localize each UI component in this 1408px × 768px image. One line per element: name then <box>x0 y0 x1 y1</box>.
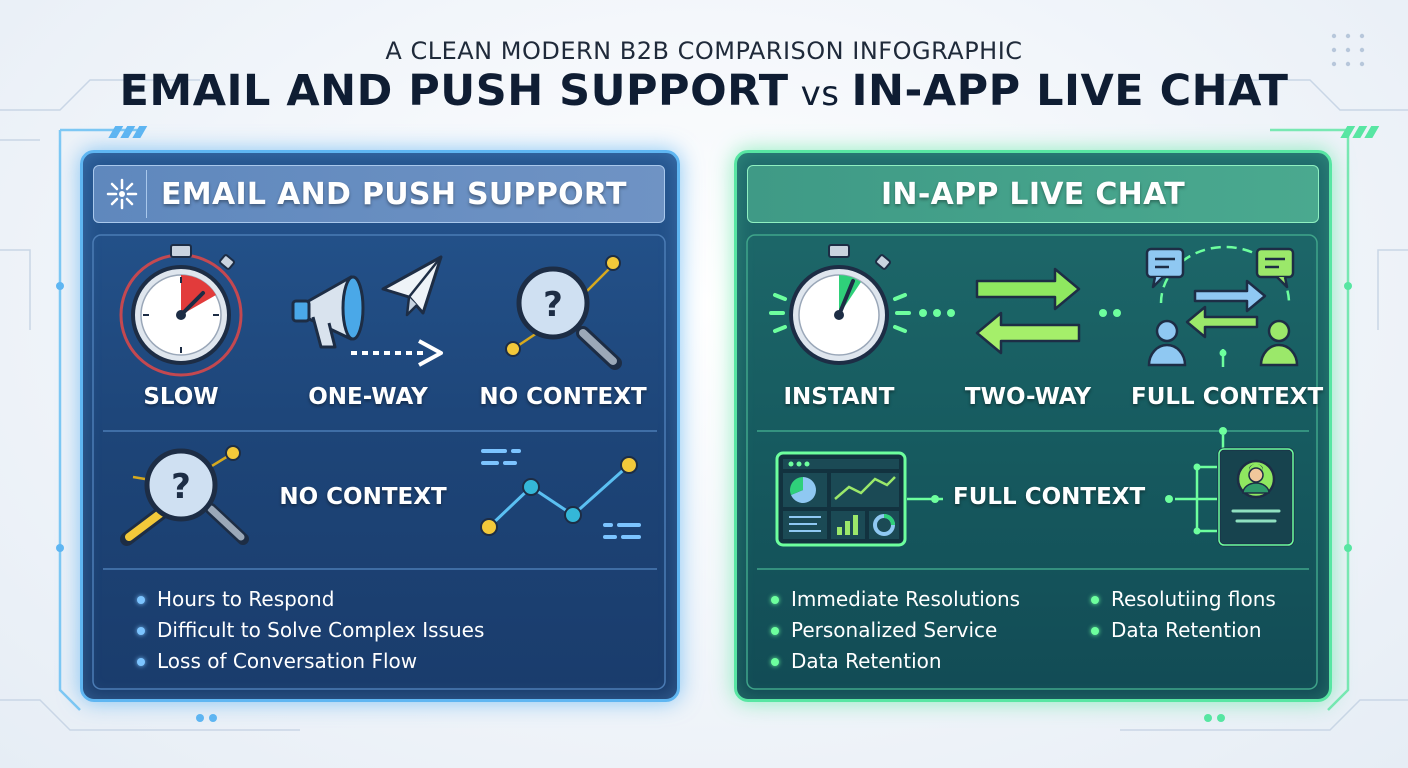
infographic-subtitle: A CLEAN MODERN B2B COMPARISON INFOGRAPHI… <box>385 37 1023 65</box>
list-item: Personalized Service <box>771 615 1020 646</box>
stopwatch-icon <box>119 244 243 377</box>
email-push-heading-bar: EMAIL AND PUSH SUPPORT <box>93 165 665 223</box>
feature-label-slow: SLOW <box>143 384 219 410</box>
svg-text:?: ? <box>543 285 563 325</box>
two-way-arrows-icon <box>975 267 1121 355</box>
feature-label-no-context-2: NO CONTEXT <box>279 484 447 510</box>
feature-label-two-way: TWO-WAY <box>964 384 1092 410</box>
email-push-artwork: ? ? <box>92 234 666 690</box>
infographic-title: EMAIL AND PUSH SUPPORT vs IN-APP LIVE CHAT <box>0 66 1408 116</box>
feature-label-no-context: NO CONTEXT <box>479 384 647 410</box>
title-left: EMAIL AND PUSH SUPPORT <box>119 66 789 116</box>
email-push-panel: ? ? <box>80 150 680 702</box>
feature-label-full-context: FULL CONTEXT <box>1131 384 1324 410</box>
list-item: Hours to Respond <box>137 584 484 615</box>
list-item: Loss of Conversation Flow <box>137 646 484 677</box>
live-chat-heading-bar: IN-APP LIVE CHAT <box>747 165 1319 223</box>
profile-card-icon <box>1165 427 1295 547</box>
megaphone-icon <box>291 275 443 367</box>
stopwatch-icon <box>769 244 955 365</box>
sparkle-icon <box>98 170 147 218</box>
paper-plane-icon <box>381 255 443 317</box>
live-chat-bullet-list-1: Immediate Resolutions Personalized Servi… <box>771 584 1020 677</box>
list-item: Data Retention <box>771 646 1020 677</box>
feature-label-one-way: ONE-WAY <box>308 384 428 410</box>
email-push-heading: EMAIL AND PUSH SUPPORT <box>161 176 627 212</box>
live-chat-artwork <box>746 234 1318 690</box>
svg-text:?: ? <box>171 467 191 507</box>
magnifier-question-icon: ? <box>505 255 622 370</box>
magnifier-question-icon: ? <box>120 445 249 546</box>
in-app-live-chat-panel: IN-APP LIVE CHAT INSTANT TWO-WAY FULL CO… <box>734 150 1332 702</box>
feature-label-instant: INSTANT <box>783 384 895 410</box>
line-chart-icon <box>480 449 641 539</box>
live-chat-bullet-list-2: Resolutiing flons Data Retention <box>1091 584 1276 646</box>
email-push-bullet-list: Hours to Respond Difficult to Solve Comp… <box>137 584 484 677</box>
dashboard-icon <box>775 451 943 547</box>
list-item: Resolutiing flons <box>1091 584 1276 615</box>
title-right: IN-APP LIVE CHAT <box>851 66 1289 116</box>
list-item: Data Retention <box>1091 615 1276 646</box>
live-chat-heading: IN-APP LIVE CHAT <box>880 176 1186 212</box>
list-item: Difficult to Solve Complex Issues <box>137 615 484 646</box>
feature-label-full-context-2: FULL CONTEXT <box>953 484 1146 510</box>
title-vs: vs <box>800 74 840 114</box>
chat-users-icon <box>1145 245 1299 367</box>
list-item: Immediate Resolutions <box>771 584 1020 615</box>
